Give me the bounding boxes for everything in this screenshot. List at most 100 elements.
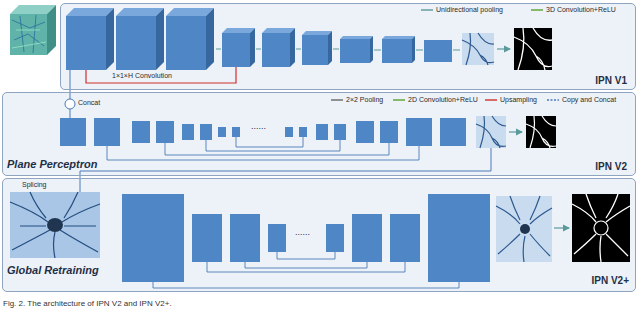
conv3d-block [66, 8, 452, 70]
conv2d-block [390, 214, 420, 262]
conv3d-block [262, 33, 290, 67]
conv2d-block [218, 127, 226, 137]
panel-ground [2, 3, 636, 292]
conv3d-block [156, 8, 164, 70]
vessel-map [520, 224, 530, 234]
legend-text: 3D Convolution+ReLU [546, 6, 616, 13]
legend-sample [392, 97, 406, 103]
figure-caption: Fig. 2. The architecture of IPN V2 and I… [3, 299, 172, 308]
conv3d-block [370, 36, 373, 63]
operation-label: 1×1×H Convolution [112, 72, 172, 80]
legend-sample [484, 97, 498, 103]
vessel-map [572, 194, 630, 262]
conv3d-block [222, 33, 250, 67]
link-line [554, 227, 569, 228]
legend-line [331, 99, 343, 100]
conv3d-block [166, 8, 214, 16]
skip-connection [245, 262, 367, 268]
panel-name: IPN V2+ [591, 275, 629, 287]
conv3d-block [206, 8, 214, 70]
legend-item: 2D Convolution+ReLU [392, 96, 478, 103]
vessel-map [526, 116, 556, 148]
legend-text: Upsampling [500, 96, 537, 103]
link-line [70, 70, 71, 118]
operation-label: Concat [78, 99, 100, 107]
legend-sample [420, 7, 434, 13]
input-volume [10, 5, 56, 55]
conv2d-block [428, 194, 490, 282]
conv3d-block [262, 28, 295, 33]
ellipsis: ...... [295, 227, 310, 237]
panel-title: Plane Perceptron [7, 158, 97, 171]
vessel-map [476, 116, 506, 148]
link-line [497, 48, 510, 49]
legend-line [531, 9, 543, 10]
legend-sample [330, 97, 344, 103]
conv3d-block [250, 28, 255, 67]
vessel-map [476, 116, 506, 148]
conv3d-block [302, 35, 328, 65]
operation-label: Splicing [22, 181, 47, 189]
conv2d-block [132, 121, 150, 143]
vessel-map [47, 218, 63, 232]
conv2d-block [268, 224, 286, 252]
conv2d-block [380, 121, 398, 143]
skip-connection [207, 262, 405, 272]
conv3d-block [290, 28, 295, 67]
panel-ground [2, 92, 636, 176]
conv2d-block [156, 121, 174, 143]
conv3d-block [340, 36, 373, 39]
vessel-map [462, 33, 494, 65]
conv2d-block [232, 127, 240, 137]
legend-item: Unidirectional pooling [420, 6, 503, 13]
vessel-map [514, 28, 552, 70]
skip-connection [165, 143, 389, 155]
ellipsis: ...... [251, 121, 266, 131]
vessel-map [526, 116, 556, 148]
conv2d-block [200, 124, 212, 140]
skip-connection [277, 252, 335, 259]
vessel-map [496, 196, 552, 262]
conv3d-block [66, 8, 114, 16]
conv3d-block [382, 36, 415, 39]
conv2d-block [356, 121, 374, 143]
conv3d-block [412, 36, 415, 63]
conv3d-block [166, 16, 206, 70]
conv2d-block [326, 224, 344, 252]
vessel-map [514, 28, 552, 70]
legend-sample [546, 97, 560, 103]
vessel-map [594, 221, 608, 235]
legend-line [485, 99, 497, 100]
legend-text: Copy and Concat [562, 96, 616, 103]
vessel-map [10, 28, 630, 262]
conv2d-block [406, 118, 432, 146]
vessel-map [10, 192, 100, 258]
panel-name: IPN V2 [595, 161, 627, 173]
vessel-map [10, 192, 100, 258]
stage-panel: Global RetrainingIPN V2+ [2, 178, 636, 292]
conv3d-block [222, 28, 255, 33]
vessel-map [572, 194, 630, 262]
conv2d-block [316, 124, 328, 140]
legend-text: 2×2 Pooling [346, 96, 383, 103]
legend-item: 3D Convolution+ReLU [530, 6, 616, 13]
input-volume [12, 30, 46, 48]
vessel-map [462, 33, 494, 65]
conv3d-block [424, 40, 452, 62]
input-volume [12, 15, 45, 53]
legend-line [393, 99, 405, 100]
legend-line [421, 9, 433, 10]
conv3d-block [302, 31, 332, 35]
skip-connection [206, 140, 340, 151]
panel-ground [2, 178, 636, 292]
conv2d-block [192, 214, 222, 262]
conv3d-block [106, 8, 114, 70]
legend-item: Copy and Concat [546, 96, 616, 103]
input-volume [47, 5, 56, 55]
conv2d-block [60, 118, 490, 282]
panel-name: IPN V1 [595, 75, 627, 87]
link-line [509, 131, 522, 132]
panel-ground [60, 3, 636, 90]
legend-sample [530, 7, 544, 13]
conv3d-block [340, 39, 370, 63]
